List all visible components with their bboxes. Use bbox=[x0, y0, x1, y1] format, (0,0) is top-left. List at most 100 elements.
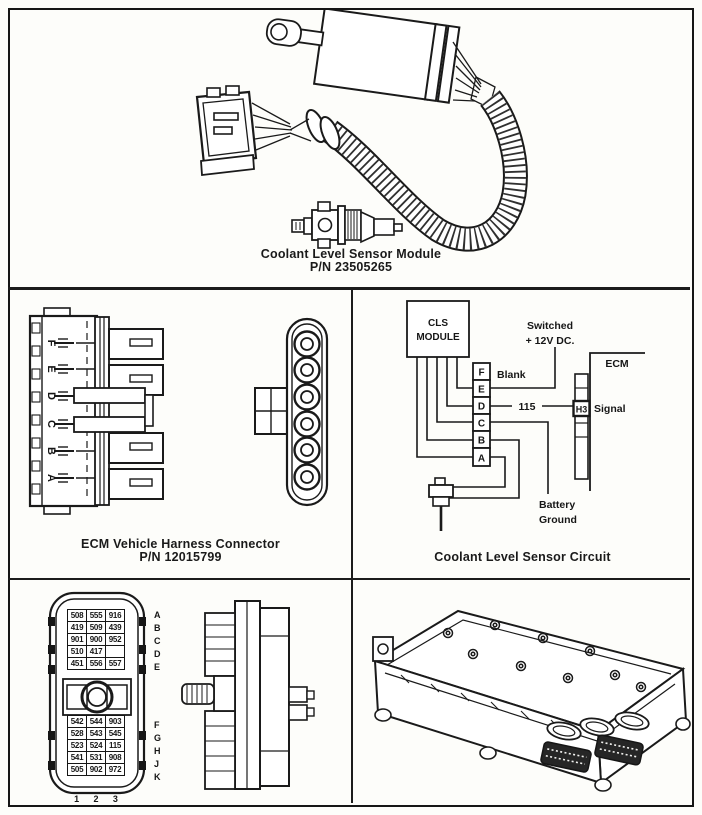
pin-cell: 451 bbox=[67, 657, 87, 670]
terminal-holes bbox=[293, 330, 321, 491]
connector-side-view: F E D C B A bbox=[28, 307, 164, 515]
row-letter-column: A B C D E F G H J K bbox=[154, 609, 161, 784]
pin-cell: 556 bbox=[86, 657, 106, 670]
pin-grid-row: 508 555 916 bbox=[67, 609, 125, 622]
side-pin-letter: E bbox=[45, 365, 57, 372]
side-pin-letter: F bbox=[45, 340, 57, 347]
caption-line1: Coolant Level Sensor Circuit bbox=[434, 550, 611, 564]
cover-bolts bbox=[442, 619, 647, 693]
row-letter: C bbox=[154, 636, 161, 646]
cls-module-label: MODULE bbox=[416, 332, 460, 343]
row-letter: K bbox=[154, 772, 161, 782]
circuit-pin: B bbox=[478, 436, 485, 447]
divider-vertical bbox=[351, 288, 353, 803]
key-wedge bbox=[139, 645, 146, 654]
ecm-connector-strip: H3 bbox=[572, 373, 591, 480]
key-wedge bbox=[48, 617, 55, 626]
battery-ground-label: Ground bbox=[539, 514, 577, 526]
divider-horizontal-1 bbox=[8, 287, 690, 290]
side-pin-letter: D bbox=[45, 392, 57, 400]
sensor-wire-a bbox=[453, 456, 506, 488]
panel-sensor-module: Coolant Level Sensor Module P/N 23505265 bbox=[10, 10, 692, 287]
blank-label: Blank bbox=[497, 369, 526, 381]
cls-module-label: CLS bbox=[428, 318, 448, 329]
pin-cell: 902 bbox=[86, 763, 106, 776]
cls-module-wires bbox=[416, 357, 473, 458]
connector-wire-fan bbox=[251, 102, 312, 151]
key-wedge bbox=[139, 617, 146, 626]
signal-label: Signal bbox=[594, 403, 626, 415]
connector-end-view bbox=[254, 317, 329, 507]
battery-ground-label: Battery bbox=[539, 499, 575, 511]
row-letter: E bbox=[154, 662, 161, 672]
circuit-pin: C bbox=[478, 419, 485, 430]
connector-pin-stack: F E D C B A bbox=[472, 362, 491, 467]
cls-module-box bbox=[406, 300, 470, 358]
key-wedge bbox=[48, 645, 55, 654]
lock-tab bbox=[73, 416, 146, 433]
key-wedge bbox=[139, 665, 146, 674]
connector-shell-inner bbox=[55, 598, 139, 788]
mounting-bolt bbox=[181, 683, 215, 705]
caption-line1: ECM Vehicle Harness Connector bbox=[81, 537, 280, 551]
harness-connector-plug bbox=[195, 85, 258, 177]
ecm-label: ECM bbox=[605, 358, 629, 370]
connector-teeth bbox=[108, 328, 164, 500]
sensor-module-drawing bbox=[195, 10, 528, 252]
key-wedge bbox=[48, 665, 55, 674]
column-label: 1 bbox=[74, 794, 80, 804]
lock-tab bbox=[73, 387, 146, 404]
caption-line1: Coolant Level Sensor Module bbox=[260, 247, 442, 261]
sensor-drawing bbox=[291, 201, 403, 249]
ecm-boundary bbox=[589, 352, 645, 491]
column-label: 2 bbox=[93, 794, 99, 804]
side-pin-letter: B bbox=[45, 447, 57, 455]
page-border bbox=[8, 8, 694, 807]
pin-grid-row: 541 531 908 bbox=[67, 751, 125, 764]
panel-ecm bbox=[353, 581, 692, 803]
circuit-pin: F bbox=[478, 368, 484, 379]
row-letter: G bbox=[154, 733, 162, 743]
row-letter: D bbox=[154, 649, 161, 659]
center-key-emblem bbox=[62, 678, 132, 716]
switched-12v-wire bbox=[490, 347, 556, 389]
ribbed-conduit bbox=[322, 90, 528, 252]
caption-circuit: Coolant Level Sensor Circuit bbox=[353, 551, 692, 564]
divider-horizontal-2 bbox=[8, 578, 690, 580]
ecm-pin-h3-box bbox=[572, 399, 591, 418]
wire-number-label: 115 bbox=[519, 401, 536, 413]
key-wedge bbox=[48, 731, 55, 740]
caption-sensor-module: Coolant Level Sensor Module P/N 23505265 bbox=[10, 248, 692, 274]
terminal-studs bbox=[288, 686, 315, 721]
pin-grid-row: 505 902 972 bbox=[67, 763, 125, 776]
column-labels: 1 2 3 bbox=[67, 794, 125, 804]
row-letter: B bbox=[154, 623, 161, 633]
circuit-pin: E bbox=[478, 385, 485, 396]
switched-label: Switched bbox=[527, 320, 573, 332]
pin-cell: 972 bbox=[105, 763, 125, 776]
caption-line2: P/N 12015799 bbox=[139, 550, 222, 564]
battery-ground-wire bbox=[490, 421, 549, 494]
pin-grid-row: 419 509 439 bbox=[67, 621, 125, 634]
pin-cell: 557 bbox=[105, 657, 125, 670]
column-label: 3 bbox=[112, 794, 118, 804]
pin-grid-row: 451 556 557 bbox=[67, 657, 125, 670]
pin-grid-row: 523 524 115 bbox=[67, 739, 125, 752]
panel-circuit: CLS MODULE F E D bbox=[353, 291, 692, 578]
harness-connector-drawing: F E D C B A bbox=[28, 307, 329, 515]
ecm-isometric-drawing bbox=[372, 609, 691, 792]
pin-grid-row: 542 544 903 bbox=[67, 715, 125, 728]
key-wedge bbox=[139, 761, 146, 770]
front-connector-ovals bbox=[546, 711, 650, 741]
connector-side-profile bbox=[181, 600, 315, 790]
row-letter: F bbox=[154, 720, 160, 730]
ecm-bracket bbox=[372, 636, 394, 662]
row-letter: H bbox=[154, 746, 161, 756]
key-wedge bbox=[139, 731, 146, 740]
ecm-pin-label: H3 bbox=[576, 405, 588, 415]
row-letter: J bbox=[154, 759, 160, 769]
sensor-symbol bbox=[428, 477, 454, 531]
pin-grid-row: 528 543 545 bbox=[67, 727, 125, 740]
front-pin-connectors bbox=[540, 734, 644, 773]
